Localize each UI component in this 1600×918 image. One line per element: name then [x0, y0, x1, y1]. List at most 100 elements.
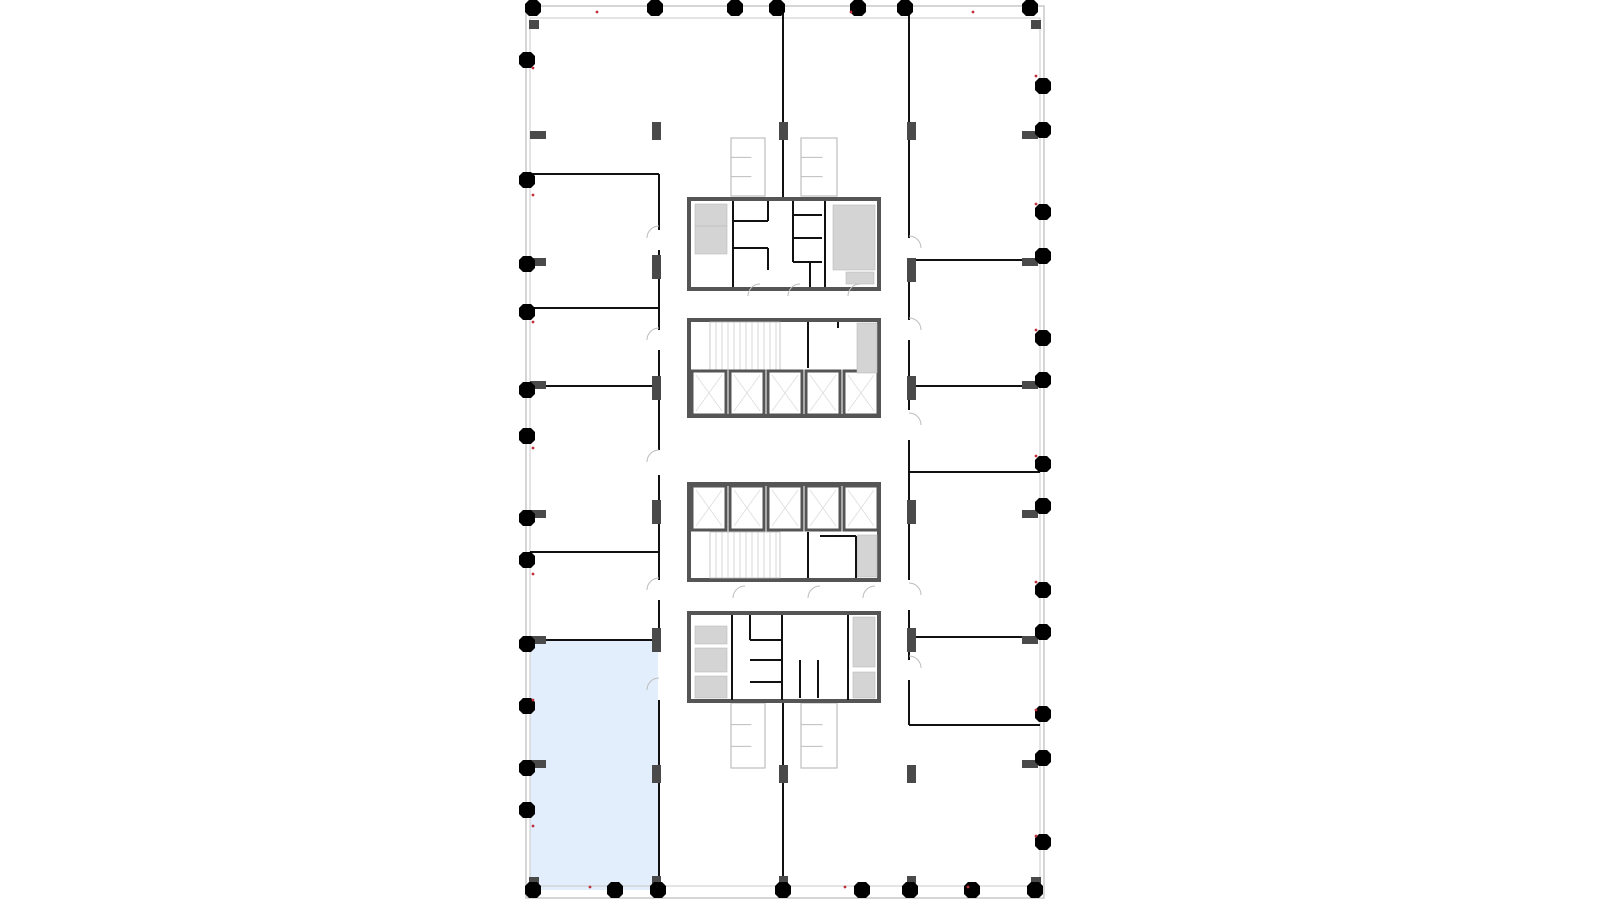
- selected-unit-unit-sw[interactable]: [530, 640, 658, 890]
- structural-pier: [652, 765, 661, 783]
- unit-unit-ne[interactable]: [909, 18, 1039, 260]
- facade-column: [519, 552, 535, 568]
- window-marker: [588, 885, 592, 889]
- window-marker: [531, 320, 535, 324]
- elevator-cross: [695, 489, 723, 527]
- window-marker: [531, 193, 535, 197]
- facade-column: [1035, 78, 1051, 94]
- elevator-cross: [809, 489, 837, 527]
- unit-unit-e4[interactable]: [909, 638, 1039, 724]
- structural-pier: [652, 376, 661, 400]
- facade-column: [854, 882, 870, 898]
- window-marker: [531, 698, 535, 702]
- elevator-cross: [733, 489, 761, 527]
- unit-unit-e2[interactable]: [909, 387, 1039, 472]
- equipment-fixture: [694, 203, 728, 227]
- elevator-cross: [809, 374, 837, 412]
- facade-column: [850, 0, 866, 16]
- door-swing: [646, 577, 660, 591]
- unit-unit-w4[interactable]: [530, 553, 658, 639]
- facade-column: [519, 304, 535, 320]
- facade-column: [964, 882, 980, 898]
- facade-column: [1022, 0, 1038, 16]
- structural-pier: [907, 122, 916, 140]
- structural-pier: [529, 877, 539, 886]
- structural-pier: [779, 765, 788, 783]
- structural-pier: [530, 381, 546, 389]
- facade-column: [1035, 372, 1051, 388]
- facade-column: [519, 760, 535, 776]
- door-swing: [747, 283, 761, 297]
- equipment-fixture: [694, 225, 728, 255]
- facade-column: [1035, 582, 1051, 598]
- window-marker: [1034, 834, 1038, 838]
- service-shaft: [730, 137, 766, 197]
- equipment-fixture: [856, 534, 878, 578]
- unit-unit-w1[interactable]: [530, 175, 658, 308]
- facade-column: [897, 0, 913, 16]
- structural-pier: [530, 760, 546, 768]
- unit-unit-w2[interactable]: [530, 309, 658, 386]
- facade-column: [525, 882, 541, 898]
- facade-column: [769, 0, 785, 16]
- door-swing: [787, 283, 801, 297]
- facade-column: [519, 802, 535, 818]
- equipment-fixture: [856, 322, 878, 374]
- facade-column: [1035, 248, 1051, 264]
- door-swing: [908, 582, 922, 596]
- equipment-fixture: [694, 625, 728, 645]
- structural-pier: [652, 122, 661, 140]
- door-swing: [732, 585, 746, 599]
- elevator-shaft: [728, 484, 766, 532]
- facade-column: [650, 882, 666, 898]
- units-layer: [530, 18, 1039, 890]
- facade-column: [1035, 750, 1051, 766]
- unit-unit-e1[interactable]: [909, 261, 1039, 386]
- structural-pier: [1022, 510, 1038, 518]
- elevator-cross: [695, 374, 723, 412]
- unit-unit-se[interactable]: [909, 725, 1039, 890]
- facade-column: [1035, 456, 1051, 472]
- window-marker: [1034, 74, 1038, 78]
- window-marker: [595, 10, 599, 14]
- facade-column: [519, 382, 535, 398]
- structural-pier: [652, 500, 661, 524]
- structural-pier: [907, 765, 916, 783]
- elevator-cross: [771, 374, 799, 412]
- equipment-fixture: [845, 271, 875, 285]
- structural-pier: [1031, 20, 1041, 29]
- facade-column: [519, 172, 535, 188]
- unit-unit-nw[interactable]: [530, 18, 658, 174]
- facade-column: [647, 0, 663, 16]
- facade-column: [519, 256, 535, 272]
- piers-layer: [529, 20, 1041, 888]
- window-marker: [531, 572, 535, 576]
- structural-pier: [530, 636, 546, 644]
- door-swing: [862, 585, 876, 599]
- facade-column: [525, 0, 541, 16]
- facade-columns-layer: [519, 0, 1051, 898]
- structural-pier: [1022, 131, 1038, 139]
- facade-column: [519, 698, 535, 714]
- facade-column: [519, 428, 535, 444]
- door-swing: [908, 655, 922, 669]
- facade-column: [1035, 498, 1051, 514]
- structural-pier: [779, 122, 788, 140]
- door-swing: [646, 327, 660, 341]
- core-layer: [646, 137, 922, 769]
- facade-column: [1035, 706, 1051, 722]
- structural-pier: [907, 258, 916, 282]
- facade-column: [727, 0, 743, 16]
- equipment-fixture: [852, 671, 876, 699]
- unit-unit-w3[interactable]: [530, 387, 658, 552]
- structural-pier: [530, 131, 546, 139]
- markers-layer: [531, 10, 1038, 889]
- facade-column: [1035, 204, 1051, 220]
- equipment-fixture: [694, 675, 728, 699]
- facade-column: [519, 510, 535, 526]
- door-swing: [908, 235, 922, 249]
- facade-column: [902, 882, 918, 898]
- window-marker: [966, 885, 970, 889]
- facade-column: [1035, 834, 1051, 850]
- unit-unit-e3[interactable]: [909, 473, 1039, 637]
